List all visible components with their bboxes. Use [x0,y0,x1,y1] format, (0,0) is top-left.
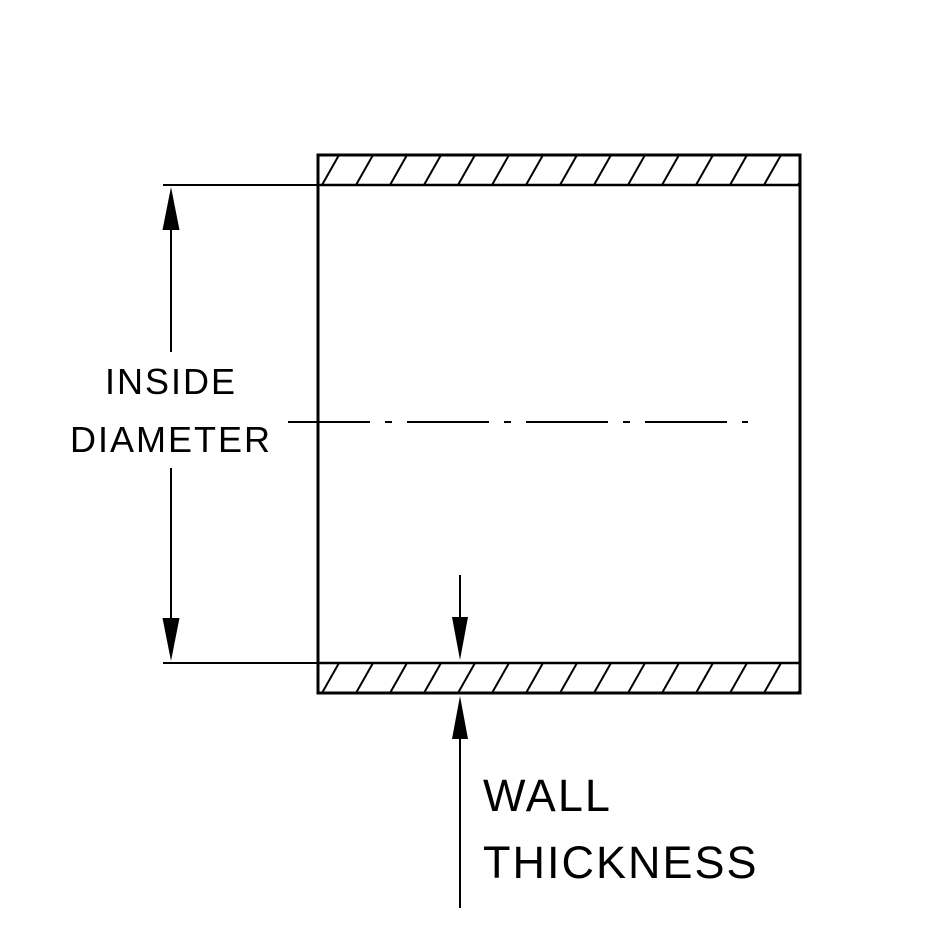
hatch-line [525,662,544,694]
top-wall-hatching [321,154,800,186]
hatch-line [389,154,408,186]
wall-thickness-dimension [452,575,468,908]
arrowhead-down-icon [452,617,468,660]
hatch-line [593,154,612,186]
hatch-line [457,662,476,694]
hatch-line [695,662,714,694]
hatch-line [729,154,748,186]
bottom-wall-hatching [321,662,800,694]
hatch-line [729,662,748,694]
tube-outline [316,153,802,695]
inside-diameter-label-line1: INSIDE [105,361,237,402]
hatch-line [763,154,782,186]
hatch-line [321,154,340,186]
tube-cross-section [288,153,802,695]
hatch-line [559,154,578,186]
hatch-line [491,662,510,694]
hatch-line [525,154,544,186]
hatch-line [423,154,442,186]
inside-diameter-label-line2: DIAMETER [70,419,272,460]
wall-thickness-label-line1: WALL [483,770,612,821]
hatch-line [797,182,800,186]
hatch-line [321,662,340,694]
hatch-line [695,154,714,186]
hatch-line [355,662,374,694]
hatch-line [661,662,680,694]
arrowhead-up-icon [452,696,468,739]
hatch-line [457,154,476,186]
hatch-line [355,154,374,186]
inside-diameter-dimension [162,184,318,664]
hatch-line [593,662,612,694]
hatch-line [627,154,646,186]
hatch-line [797,690,800,694]
hatch-line [627,662,646,694]
hatch-line [661,154,680,186]
hatch-line [423,662,442,694]
hatch-line [763,662,782,694]
hatch-line [559,662,578,694]
wall-thickness-label-line2: THICKNESS [483,837,759,888]
arrowhead-up-icon [162,187,180,230]
hatch-line [389,662,408,694]
hatch-line [491,154,510,186]
arrowhead-down-icon [162,618,180,661]
